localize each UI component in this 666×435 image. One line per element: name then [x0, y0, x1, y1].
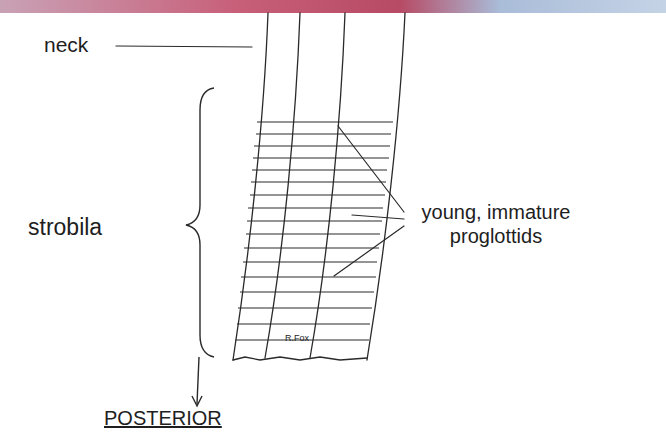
posterior-arrow: [197, 357, 199, 404]
right-margin: [367, 13, 405, 360]
neck-leader: [116, 46, 252, 47]
body-outline: [233, 13, 405, 360]
leader-lines: [116, 46, 404, 276]
direction-label: POSTERIOR: [104, 406, 222, 430]
photo-strip: [0, 0, 666, 13]
proglottid-leader: [352, 215, 404, 219]
signature: R.Fox: [285, 333, 309, 344]
strobila-brace: [186, 88, 214, 357]
part-label: neck: [44, 32, 88, 57]
arrowhead: [192, 396, 202, 406]
part-label: strobila: [28, 214, 102, 242]
inner-line: [310, 13, 345, 358]
inner-line: [265, 13, 300, 358]
proglottid-leader: [334, 226, 404, 276]
posterior-edge: [233, 357, 367, 360]
part-label: young, immature proglottids: [410, 200, 582, 248]
proglottid-lines: [235, 122, 393, 340]
proglottid-leader: [338, 126, 404, 212]
